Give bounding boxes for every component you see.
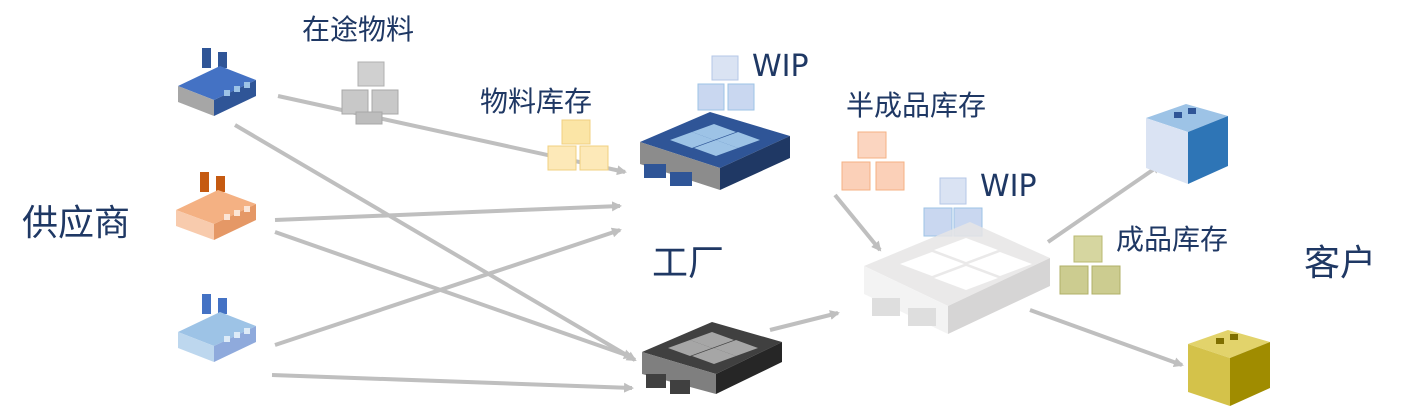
supplier-factory-icon <box>178 294 256 362</box>
semi-wip-label: WIP <box>980 169 1037 204</box>
semi-finished-plant-warehouse-icon <box>864 222 1050 334</box>
customer-building-icon <box>1146 104 1228 184</box>
factory-wip-label: WIP <box>752 49 809 84</box>
arrow-factory-dark-to-semi <box>769 310 840 332</box>
flow-arrows <box>233 94 1184 393</box>
suppliers-label: 供应商 <box>22 203 131 244</box>
supplier-factory-icon <box>176 172 256 240</box>
supplier-factory-icon <box>178 48 256 116</box>
arrow-semi-inventory-to-plant <box>833 193 882 252</box>
in-transit-label: 在途物料 <box>302 13 415 46</box>
factory-label: 工厂 <box>652 243 725 284</box>
arrow-supplier3-to-factory-dark <box>271 373 634 393</box>
arrow-supplier1-to-factory-dark <box>233 123 637 362</box>
finished-inventory-label: 成品库存 <box>1116 223 1229 256</box>
customers-label: 客户 <box>1304 243 1377 284</box>
in-transit-box-stack-icon <box>341 61 399 125</box>
arrow-supplier3-to-factory-upper <box>274 227 622 347</box>
arrow-supplier2-to-factory-dark <box>274 230 634 360</box>
semi-finished-box-stack-icon <box>841 131 905 191</box>
finished-inventory-box-stack-icon <box>1059 235 1121 295</box>
semi-finished-inventory-label: 半成品库存 <box>846 89 987 122</box>
arrow-supplier2-to-factory-upper <box>274 201 622 222</box>
arrow-plant-to-customer-gold <box>1029 308 1184 367</box>
factory-warehouse-icon <box>640 112 790 190</box>
material-inventory-box-stack-icon <box>547 119 609 171</box>
factory-warehouse-icon <box>642 322 782 394</box>
arrow-plant-to-customer-blue <box>1046 163 1162 244</box>
customer-building-icon <box>1188 330 1270 406</box>
material-inventory-label: 物料库存 <box>480 85 593 118</box>
wip-box-stack-icon <box>697 55 755 111</box>
